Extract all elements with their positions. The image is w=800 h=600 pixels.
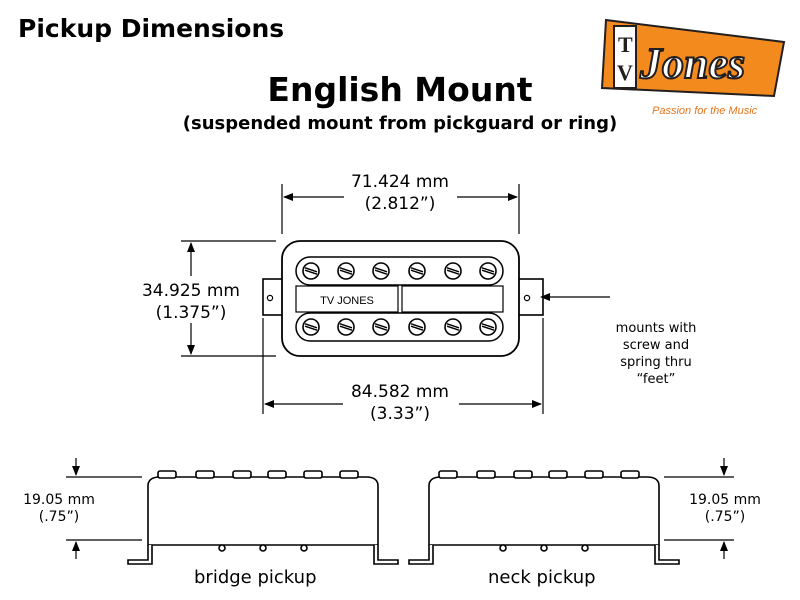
bridge-pickup-caption: bridge pickup [194, 567, 317, 588]
svg-text:T: T [618, 32, 633, 57]
mount-note: mounts with screw and spring thru “feet” [600, 320, 712, 388]
inner-width-label: 71.424 mm (2.812”) [330, 171, 470, 215]
outer-width-mm: 84.582 mm [350, 382, 449, 402]
logo-brand-text: Jones [639, 39, 745, 88]
neck-height-dimension [664, 458, 734, 559]
pickup-label: TV JONES [320, 295, 374, 307]
left-mount-hole [266, 294, 274, 302]
outer-width-dimension [262, 318, 544, 414]
inner-width-mm: 71.424 mm [350, 172, 449, 192]
mount-note-line: “feet” [636, 372, 676, 387]
tv-jones-logo: T V Jones [598, 14, 788, 120]
inner-width-inch: (2.812”) [364, 194, 436, 214]
bridge-height-label: 19.05 mm (.75”) [14, 492, 104, 526]
top-coil [295, 256, 504, 286]
outer-width-inch: (3.33”) [370, 404, 430, 424]
mount-note-line: spring thru [620, 355, 692, 370]
bridge-height-mm: 19.05 mm [23, 492, 95, 508]
mount-note-line: mounts with [615, 321, 697, 336]
page-title: Pickup Dimensions [18, 14, 285, 43]
logo-tagline: Passion for the Music [652, 105, 758, 117]
height-mm: 34.925 mm [141, 281, 240, 301]
mount-note-line: screw and [622, 338, 690, 353]
neck-side-view [408, 470, 680, 565]
label-pane-right [401, 285, 504, 313]
height-inch: (1.375”) [155, 303, 227, 323]
bridge-height-dimension [66, 458, 142, 559]
diagram-heading: English Mount [267, 70, 533, 109]
neck-pickup-caption: neck pickup [488, 567, 596, 588]
diagram-subheading: (suspended mount from pickguard or ring) [182, 113, 618, 134]
outer-width-label: 84.582 mm (3.33”) [330, 381, 470, 425]
neck-height-mm: 19.05 mm [689, 492, 761, 508]
neck-height-inch: (.75”) [704, 509, 746, 525]
pickup-top-view: TV JONES [262, 240, 544, 357]
bridge-height-inch: (.75”) [38, 509, 80, 525]
neck-height-label: 19.05 mm (.75”) [680, 492, 770, 526]
right-mount-hole [523, 294, 531, 302]
height-dimension [181, 240, 276, 357]
label-pane-left [295, 285, 399, 313]
inner-width-dimension [281, 184, 520, 234]
bridge-side-view [127, 470, 399, 565]
svg-text:V: V [617, 60, 633, 85]
bottom-coil [295, 312, 504, 342]
height-label: 34.925 mm (1.375”) [126, 280, 256, 324]
